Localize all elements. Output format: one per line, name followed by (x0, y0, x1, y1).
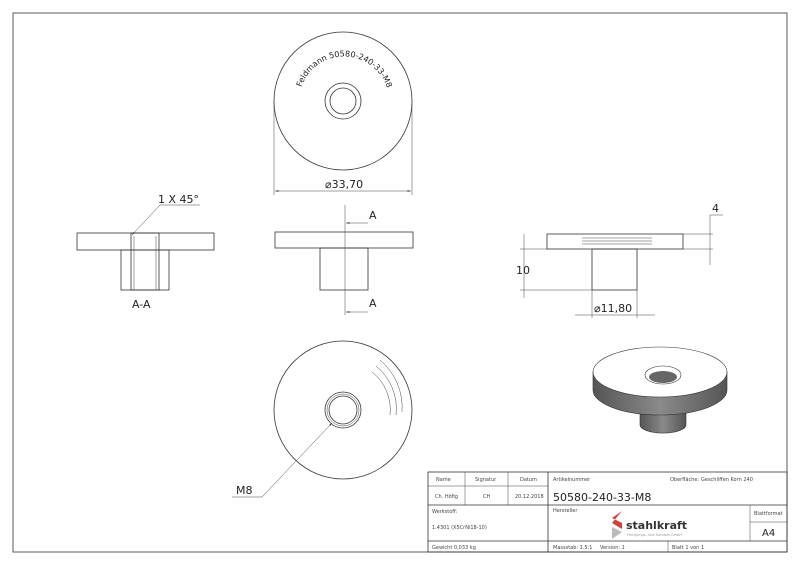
svg-text:stahlkraft: stahlkraft (626, 519, 687, 532)
article-number: 50580-240-33-M8 (553, 491, 651, 504)
material-value: 1.4301 (X5CrNi18-10) (432, 525, 487, 531)
height-dimension: 10 (516, 264, 530, 277)
format-value: A4 (762, 528, 775, 539)
manufacturer-label: Hersteller (553, 508, 578, 514)
date-header: Datum (520, 477, 537, 483)
drawing-frame (12, 12, 788, 553)
signature-header: Signatur (475, 477, 497, 483)
format-label: Blattformat (754, 511, 783, 517)
top-view: Feldmann 50580-240-33-M8 ⌀33,70 (273, 31, 413, 195)
isometric-view (592, 346, 728, 434)
section-marker-bottom: A (369, 297, 377, 310)
side-view: 4 10 ⌀11,80 (516, 202, 723, 318)
scale: Massstab: 1.5:1 (553, 545, 592, 551)
stahlkraft-logo: stahlkraft Fertigungs- und Handels GmbH (612, 511, 687, 539)
version: Version: 1 (600, 545, 625, 551)
surface-value: Geschliffen Korn 240 (701, 477, 753, 483)
section-view: 1 X 45° A-A (76, 193, 215, 311)
material-label: Werkstoff: (432, 509, 458, 515)
section-label: A-A (132, 298, 151, 311)
date-value: 20.12.2018 (515, 494, 544, 500)
weight: Gewicht 0,033 kg (432, 545, 476, 551)
name-header: Name (436, 477, 451, 483)
front-view: A A (274, 205, 414, 315)
svg-text:Fertigungs- und Handels GmbH: Fertigungs- und Handels GmbH (627, 533, 682, 537)
signature-value: CH (483, 494, 490, 500)
thickness-dimension: 4 (712, 202, 719, 215)
thread-label: M8 (236, 484, 253, 497)
sheet-number: Blatt 1 von 1 (672, 545, 704, 551)
title-block: Name Signatur Datum Ch. Höfig CH 20.12.2… (427, 471, 788, 553)
section-marker-top: A (369, 209, 377, 222)
flange-diameter-dimension: ⌀33,70 (325, 178, 363, 191)
shank-diameter-dimension: ⌀11,80 (594, 302, 632, 315)
name-value: Ch. Höfig (435, 494, 458, 500)
article-label: Artikelnummer (553, 477, 591, 483)
bottom-view: M8 (232, 340, 413, 498)
surface-label: Oberfläche: (670, 477, 699, 483)
chamfer-dimension: 1 X 45° (158, 193, 199, 206)
